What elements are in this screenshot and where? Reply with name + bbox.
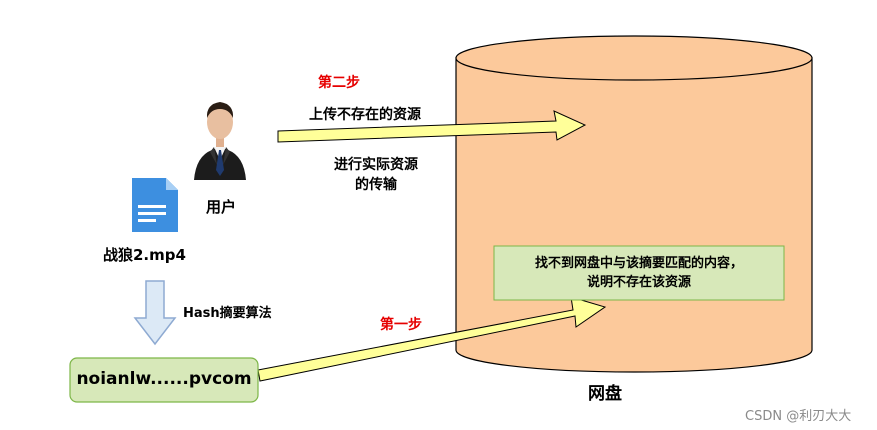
upload-nonexistent-label: 上传不存在的资源 xyxy=(309,107,421,123)
actual-transfer-line-2: 的传输 xyxy=(355,177,397,193)
hash-value-text: noianlw......pvcom xyxy=(76,369,252,389)
cloud-disk-label: 网盘 xyxy=(588,384,622,404)
businessman-icon xyxy=(194,102,246,180)
actual-transfer-label: 进行实际资源 的传输 xyxy=(322,155,430,195)
step-one-label: 第一步 xyxy=(380,317,422,333)
actual-transfer-line-1: 进行实际资源 xyxy=(334,157,418,173)
hash-value-box xyxy=(69,357,259,403)
not-found-line-1: 找不到网盘中与该摘要匹配的内容， xyxy=(534,256,743,271)
user-label: 用户 xyxy=(206,198,237,216)
query-arrow xyxy=(257,296,607,382)
not-found-note: 找不到网盘中与该摘要匹配的内容， 说明不存在该资源 xyxy=(494,254,784,292)
not-found-line-2: 说明不存在该资源 xyxy=(586,275,691,290)
not-found-note-box xyxy=(493,245,785,301)
hash-down-arrow xyxy=(133,280,177,346)
upload-arrow xyxy=(277,110,587,143)
file-name-label: 战狼2.mp4 xyxy=(103,246,186,264)
watermark: CSDN @利刃大大 xyxy=(745,409,852,424)
hash-algorithm-label: Hash摘要算法 xyxy=(183,306,272,321)
document-icon xyxy=(132,178,178,232)
cloud-disk-cylinder xyxy=(455,35,813,373)
step-two-label: 第二步 xyxy=(318,75,360,91)
